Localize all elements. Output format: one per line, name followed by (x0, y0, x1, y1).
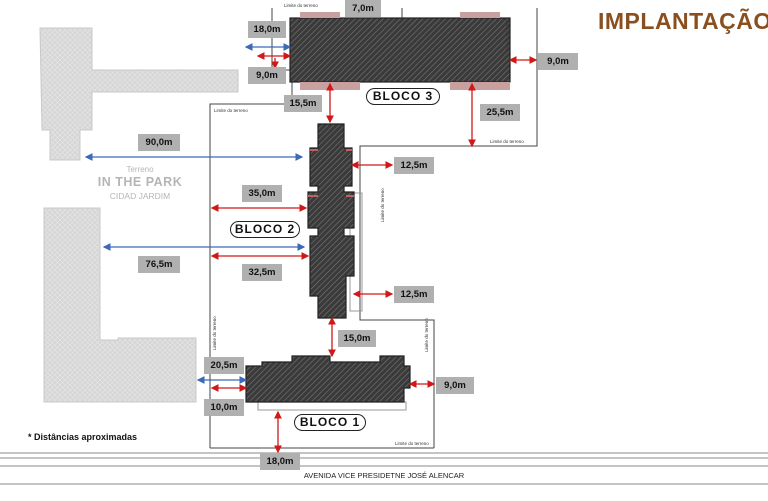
street-name: AVENIDA VICE PRESIDETNE JOSÉ ALENCAR (303, 471, 465, 480)
boundary-label-left: Limite do terreno (214, 108, 248, 113)
dim-12-5-bottom: 12,5m (394, 286, 434, 303)
neighbor-sub: CIDAD JARDIM (109, 191, 171, 201)
dim-9-0-b1: 9,0m (436, 377, 474, 394)
block-label-2: BLOCO 2 (230, 221, 300, 238)
building-bloco-2 (307, 123, 355, 319)
neighbor-buildings (39, 27, 239, 403)
building-bloco-1 (245, 355, 411, 403)
dim-90-0: 90,0m (138, 134, 180, 151)
boundary-label-vertical-1: Limite do terreno (505, 18, 510, 52)
approx-note: * Distâncias aproximadas (28, 432, 138, 442)
dim-9-0-right: 9,0m (538, 53, 578, 70)
boundary-label-bottom: Limite do terreno (395, 441, 429, 446)
building-bloco-3 (289, 12, 511, 90)
dim-76-5: 76,5m (138, 256, 180, 273)
block-label-1: BLOCO 1 (294, 414, 366, 431)
dim-7-0: 7,0m (345, 0, 381, 17)
block-label-3: BLOCO 3 (366, 88, 440, 105)
dim-15-0: 15,0m (338, 330, 376, 347)
dim-32-5: 32,5m (242, 264, 282, 281)
dim-9-0-left: 9,0m (248, 67, 286, 84)
boundary-label-right: Limite do terreno (490, 139, 524, 144)
dim-15-5: 15,5m (284, 95, 322, 112)
dim-12-5-top: 12,5m (394, 157, 434, 174)
blue-dimension-arrows (84, 43, 306, 384)
boundary-label-top: Limite do terreno (284, 3, 318, 8)
dim-18-0-bottom: 18,0m (260, 453, 300, 470)
boundary-label-vertical-4: Limite do terreno (424, 318, 429, 352)
neighbor-name: IN THE PARK (97, 175, 183, 189)
page-title: IMPLANTAÇÃO (598, 8, 768, 34)
dim-35-0: 35,0m (242, 185, 282, 202)
boundary-label-vertical-2: Limite do terreno (380, 188, 385, 222)
dim-25-5: 25,5m (480, 104, 520, 121)
dim-10-0: 10,0m (204, 399, 244, 416)
dim-18-0-top: 18,0m (248, 21, 286, 38)
dim-20-5: 20,5m (204, 357, 244, 374)
neighbor-label: Terreno (126, 165, 154, 174)
boundary-label-vertical-3: Limite do terreno (212, 316, 217, 350)
